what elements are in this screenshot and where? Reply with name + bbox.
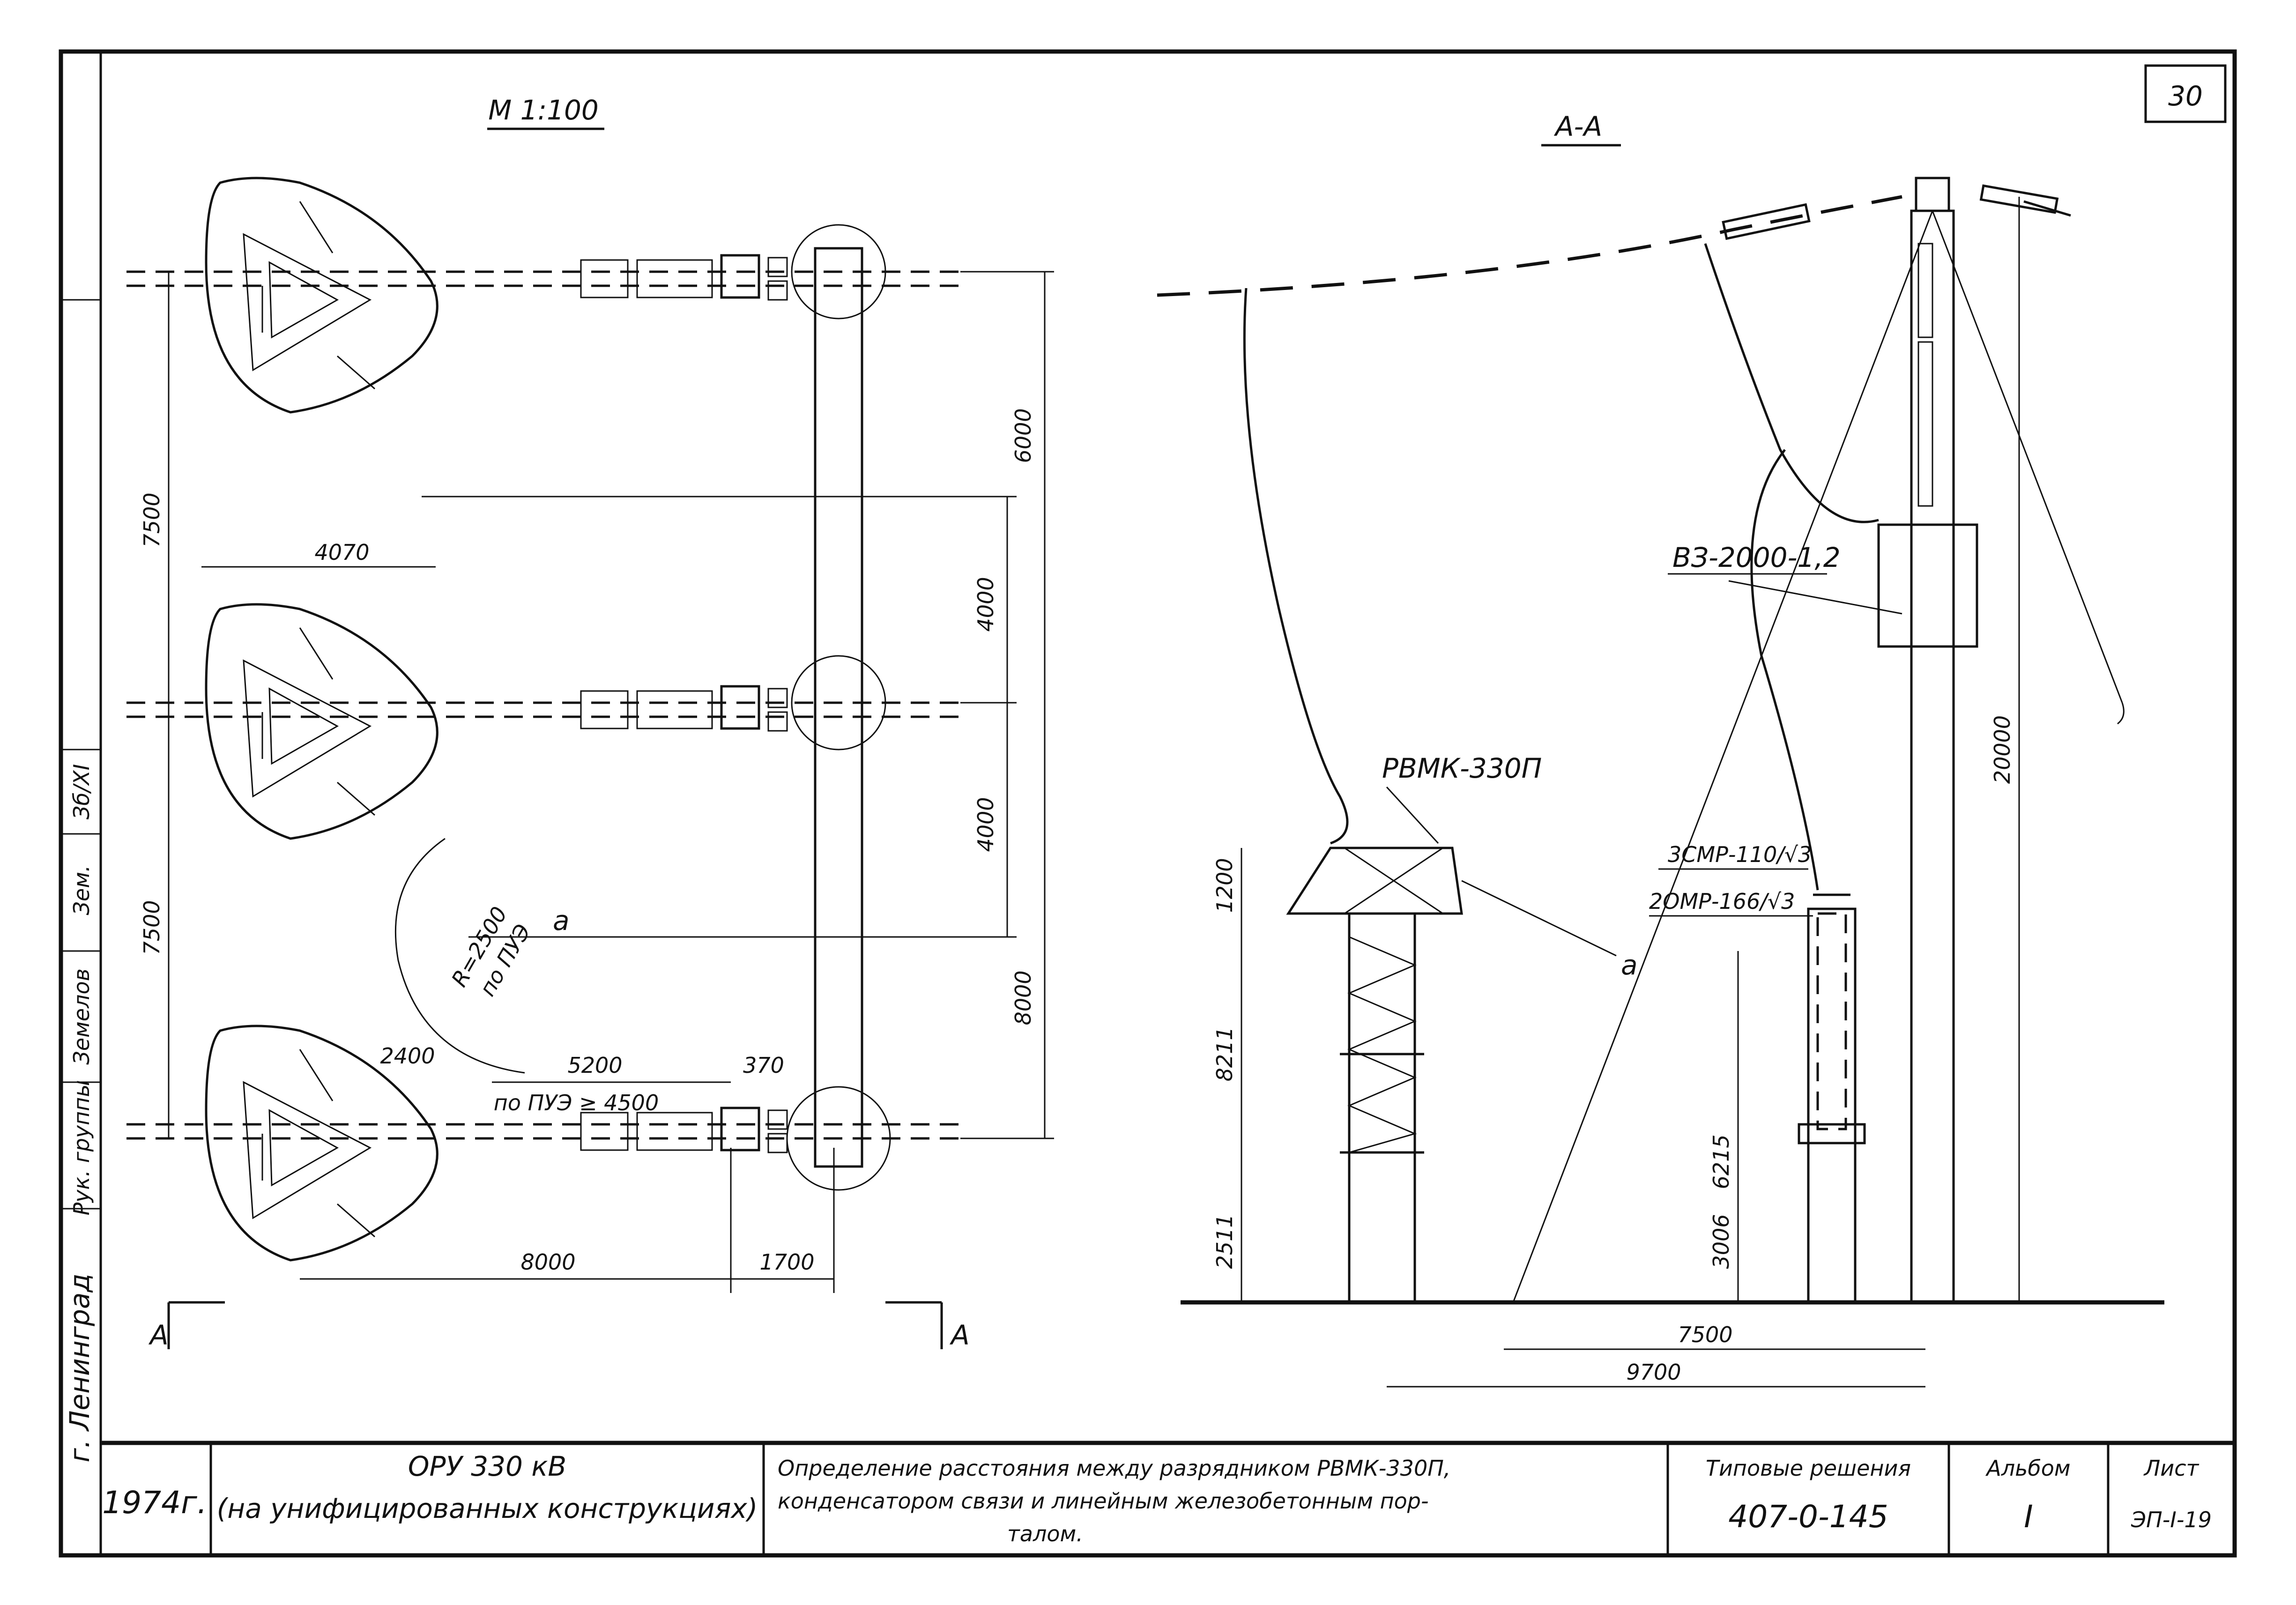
section-title: A-A	[1553, 111, 1602, 142]
dim-2511: 2511	[1212, 1214, 1237, 1269]
dim-2400: 2400	[380, 1043, 435, 1069]
cap-label-1: 3СМР-110/√3	[1668, 842, 1812, 867]
arrester-plan-2	[580, 685, 788, 732]
sheet-value: ЭП-I-19	[2131, 1507, 2212, 1532]
sheet-label: Лист	[2143, 1456, 2199, 1481]
title-desc-1: Определение расстояния между разрядником…	[778, 1456, 1450, 1481]
dim-4070: 4070	[314, 540, 369, 565]
point-a-section: a	[1621, 949, 1638, 981]
dim-6215: 6215	[1709, 1134, 1734, 1189]
dim-7500-upper: 7500	[139, 492, 164, 547]
plan-scale-label: М 1:100	[488, 94, 599, 126]
switch-box	[1877, 523, 1978, 648]
capacitor-foundation-top	[205, 177, 438, 414]
typical-label: Типовые решения	[1706, 1456, 1911, 1481]
section-mark-left: A	[148, 1301, 225, 1351]
title-project-2: (на унифицированных конструкциях)	[217, 1493, 758, 1524]
title-project-1: ОРУ 330 кВ	[408, 1450, 566, 1482]
dim-20000: 20000	[1990, 715, 2015, 784]
side-stamp: Зб/XI Зем. Земелов Рук. группы г. Ленинг…	[61, 299, 101, 1463]
svg-text:A: A	[949, 1319, 970, 1351]
side-role: Рук. группы	[69, 1080, 94, 1215]
dim-8000-bottom: 8000	[520, 1249, 575, 1275]
overhead-conductor	[1157, 195, 1902, 297]
dim-4000-upper: 4000	[973, 577, 998, 632]
dim-1200: 1200	[1212, 858, 1237, 913]
arrester-structure	[1286, 847, 1463, 1304]
capacitor-foundation-bottom	[205, 1025, 438, 1262]
cap-label-2: 2ОМР-166/√3	[1649, 889, 1795, 914]
section-mark-right: A	[885, 1301, 970, 1351]
dim-6000: 6000	[1011, 408, 1036, 463]
radius-arc	[394, 838, 525, 1074]
dim-8000-right: 8000	[1011, 970, 1036, 1025]
dim-9700: 9700	[1626, 1360, 1681, 1385]
album-value: I	[2024, 1499, 2033, 1535]
title-block	[101, 1441, 2235, 1555]
dim-3006: 3006	[1709, 1214, 1734, 1269]
sheet-number: 30	[2168, 80, 2203, 112]
dim-370: 370	[743, 1053, 784, 1078]
dim-pue-4500: по ПУЭ ≥ 4500	[494, 1090, 659, 1115]
side-name: Земелов	[69, 968, 94, 1064]
drawing-frame	[59, 49, 2237, 1558]
dim-4000-lower: 4000	[973, 797, 998, 852]
switch-label: ВЗ-2000-1,2	[1672, 542, 1841, 573]
album-label: Альбом	[1985, 1456, 2070, 1481]
dim-7500-section: 7500	[1678, 1322, 1732, 1347]
arrester-label: РВМК-330П	[1382, 752, 1542, 784]
capacitor-foundation-middle	[205, 603, 438, 840]
side-sig: Зем.	[69, 865, 94, 915]
drop-conductor-right	[1704, 243, 1879, 523]
dim-8211: 8211	[1212, 1026, 1237, 1081]
dim-7500-lower: 7500	[139, 900, 164, 955]
portal-pole	[1512, 177, 2125, 1304]
side-field: Зб/XI	[69, 764, 94, 819]
arrester-plan-1	[580, 254, 788, 301]
side-city: г. Ленинград	[64, 1273, 96, 1462]
svg-text:A: A	[148, 1319, 169, 1351]
point-a-plan: a	[553, 905, 570, 936]
coupling-capacitor	[1798, 893, 1866, 1304]
portal-beam-plan	[786, 224, 891, 1191]
title-year: 1974г.	[102, 1485, 207, 1521]
dim-5200: 5200	[567, 1053, 622, 1078]
title-desc-3: талом.	[1007, 1521, 1083, 1546]
sheet-number-box	[2144, 64, 2227, 123]
dim-1700: 1700	[759, 1249, 814, 1275]
arrester-plan-3	[580, 1107, 788, 1153]
drop-conductor-left	[1243, 288, 1349, 845]
title-desc-2: конденсатором связи и линейным железобет…	[778, 1488, 1429, 1514]
typical-value: 407-0-145	[1728, 1499, 1888, 1535]
